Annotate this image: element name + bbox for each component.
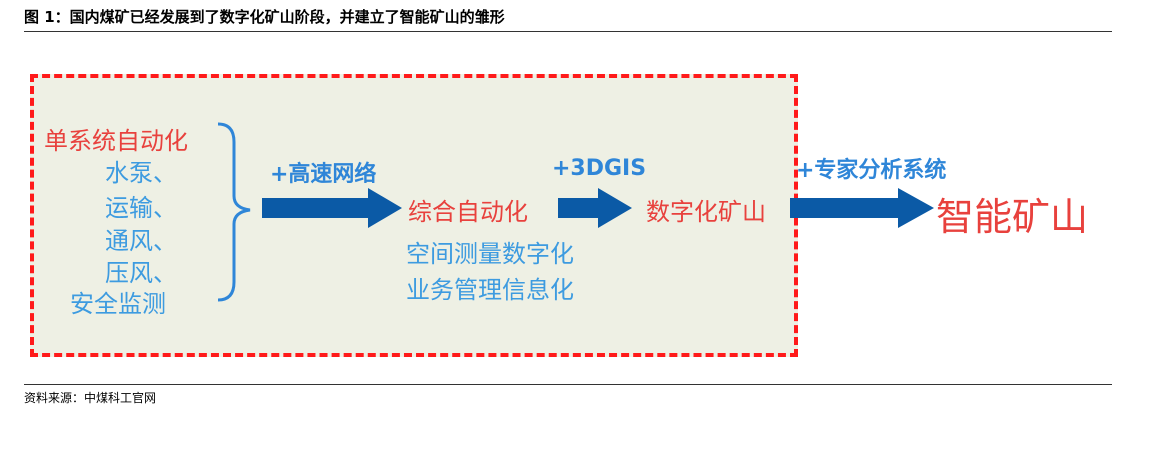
stage2-item: 业务管理信息化 <box>406 276 574 304</box>
stage3-heading: 数字化矿山 <box>646 198 766 226</box>
stage1-heading: 单系统自动化 <box>44 127 188 155</box>
arrow-2 <box>558 188 632 228</box>
stage1-item: 水泵、 <box>105 159 177 187</box>
stage1-item: 安全监测 <box>70 290 166 318</box>
arrow-1 <box>262 188 402 228</box>
digital-stage-panel <box>30 74 798 357</box>
arrow-3 <box>790 188 934 228</box>
arrow2-label: +3DGIS <box>552 156 647 181</box>
stage1-item: 通风、 <box>105 227 177 255</box>
stage1-item: 运输、 <box>105 194 177 222</box>
arrow3-label: +专家分析系统 <box>796 158 947 183</box>
figure-title: 图 1：国内煤矿已经发展到了数字化矿山阶段，并建立了智能矿山的雏形 <box>24 8 505 26</box>
source-note: 资料来源：中煤科工官网 <box>24 391 157 405</box>
stage4-heading: 智能矿山 <box>936 195 1089 239</box>
brace-shape <box>217 122 251 302</box>
stage1-item: 压风、 <box>105 259 177 287</box>
arrow1-label: +高速网络 <box>270 162 377 187</box>
title-rule <box>24 31 1112 32</box>
stage2-heading: 综合自动化 <box>408 198 528 226</box>
source-rule <box>24 384 1112 385</box>
stage2-item: 空间测量数字化 <box>406 240 574 268</box>
